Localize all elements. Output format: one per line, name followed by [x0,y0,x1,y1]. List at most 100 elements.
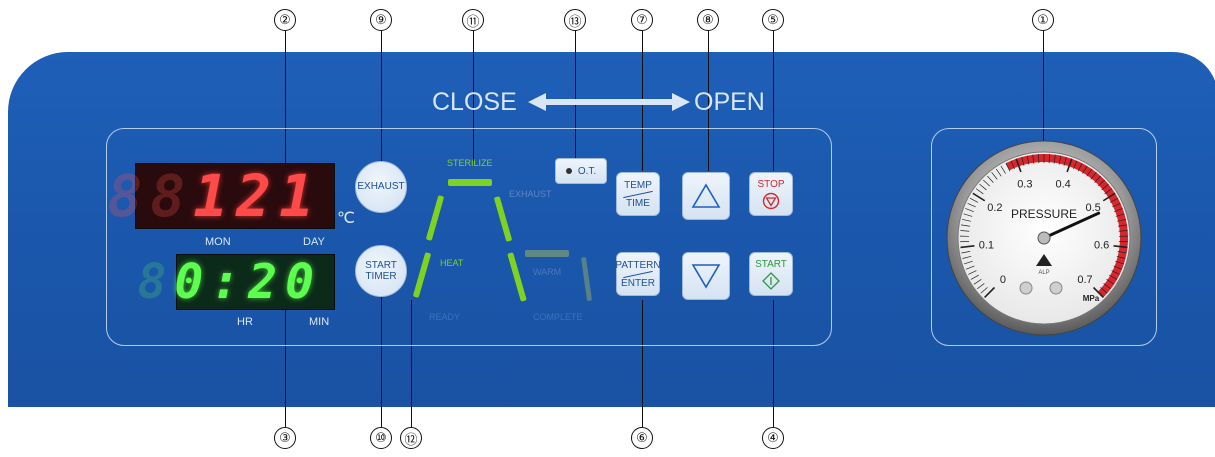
gauge-scale-label: 0.7 [1077,274,1092,286]
gauge-major-tick [1102,192,1116,202]
leader-6 [642,300,643,427]
gauge-unit: MPa [1083,294,1100,303]
gauge-ticks [960,154,1128,298]
stop-button[interactable]: STOP [749,172,793,216]
gauge-minor-tick [1048,154,1050,164]
gauge-minor-tick [1106,279,1115,285]
gauge-minor-tick [1103,283,1112,290]
gauge-minor-tick [965,265,975,270]
ot-indicator: O.T. [555,158,607,184]
gauge-minor-tick [967,202,976,208]
gauge-minor-tick [960,230,970,232]
down-triangle-icon [691,264,721,289]
gauge-minor-tick [1063,156,1067,166]
ot-label: O.T. [577,165,597,177]
gauge-minor-tick [1101,183,1109,191]
gauge-major-tick [984,286,996,298]
gauge-minor-tick [991,172,998,180]
gauge-minor-tick [980,287,988,294]
gauge-screw-right [1049,281,1063,295]
temperature-mon-label: MON [205,236,231,248]
gauge-minor-tick [1010,160,1015,170]
gauge-minor-tick [1109,274,1118,280]
callout-13: ⑬ [564,9,586,31]
control-frame [106,128,832,346]
gauge-minor-tick [1090,172,1097,180]
temp-time-button[interactable]: TEMP TIME [616,172,660,216]
down-button[interactable] [682,252,730,300]
gauge-scale-label: 0.3 [1017,178,1032,190]
callout-9: ⑨ [370,9,392,31]
pattern-enter-bottom-label: ENTER [621,277,655,289]
temperature-unit: ℃ [337,210,355,227]
gauge-minor-tick [1116,255,1126,259]
callout-1: ① [1032,9,1054,31]
gauge-major-tick [960,245,975,249]
gauge-scale-label: 0 [1000,274,1006,286]
gauge-brand-mark: ALP [1038,270,1049,276]
gauge-minor-tick [1100,287,1108,294]
gauge-minor-tick [1082,165,1088,174]
timer-value: 0:20 [174,254,322,310]
gauge-minor-tick [987,175,994,183]
ot-led [565,168,572,174]
gauge-minor-tick [975,188,984,195]
callout-5: ⑤ [762,9,784,31]
gauge-minor-tick [970,274,979,280]
gauge-scale-label: 0.1 [979,239,994,251]
start-button[interactable]: START [749,252,793,296]
gauge-minor-tick [995,168,1002,177]
gauge-minor-tick [1038,154,1040,164]
gauge-minor-tick [973,279,982,285]
temperature-ghost-digits: 88 [107,162,194,230]
stop-icon [762,192,780,209]
start-icon [762,271,780,290]
exhaust-button[interactable]: EXHAUST [355,161,407,213]
gauge-major-tick [1015,158,1022,173]
start-timer-button[interactable]: START TIMER [355,245,407,297]
stage-heat-label: HEAT [440,258,464,268]
callout-3: ③ [274,427,296,449]
gauge-minor-tick [976,283,985,290]
gauge-minor-tick [1112,202,1121,208]
timer-hr-label: HR [237,316,253,328]
gauge-frame [931,128,1157,346]
gauge-minor-tick [1104,188,1113,195]
callout-6: ⑥ [631,427,653,449]
stage-warm-segment [525,250,569,257]
gauge-minor-tick [1032,154,1035,164]
gauge-minor-tick [1113,265,1123,270]
gauge-minor-tick [1117,251,1127,254]
exhaust-button-label: EXHAUST [357,181,405,193]
gauge-brand-logo [1036,254,1052,266]
gauge-minor-tick [1021,156,1025,166]
gauge-minor-tick [1118,224,1128,227]
timer-ghost-digit: 8 [137,254,175,310]
leader-11 [473,31,474,161]
gauge-minor-tick [1111,270,1120,275]
gauge-minor-tick [1053,154,1056,164]
callout-10: ⑩ [370,427,392,449]
gauge-major-tick [1113,245,1128,249]
leader-9 [381,31,382,161]
gauge-major-tick [972,192,986,202]
gauge-minor-tick [1077,162,1083,172]
gauge-hub [1037,231,1051,245]
gauge-minor-tick [1115,213,1125,217]
gauge-scale-label: 0.4 [1056,178,1071,190]
gauge-minor-tick [965,208,974,212]
up-button[interactable] [682,172,730,220]
stage-sterilize-label: STERILIZE [447,158,493,168]
pattern-enter-button[interactable]: PATTERN ENTER [615,252,661,296]
gauge-minor-tick [983,179,991,187]
leader-1 [1043,31,1044,161]
leader-13 [575,31,576,163]
gauge-minor-tick [979,183,987,191]
leader-3 [285,290,286,427]
stage-ready-label: READY [429,312,461,322]
stage-exhaust-label: EXHAUST [509,189,552,199]
gauge-title: PRESSURE [1011,207,1077,221]
pattern-enter-top-label: PATTERN [615,259,661,271]
